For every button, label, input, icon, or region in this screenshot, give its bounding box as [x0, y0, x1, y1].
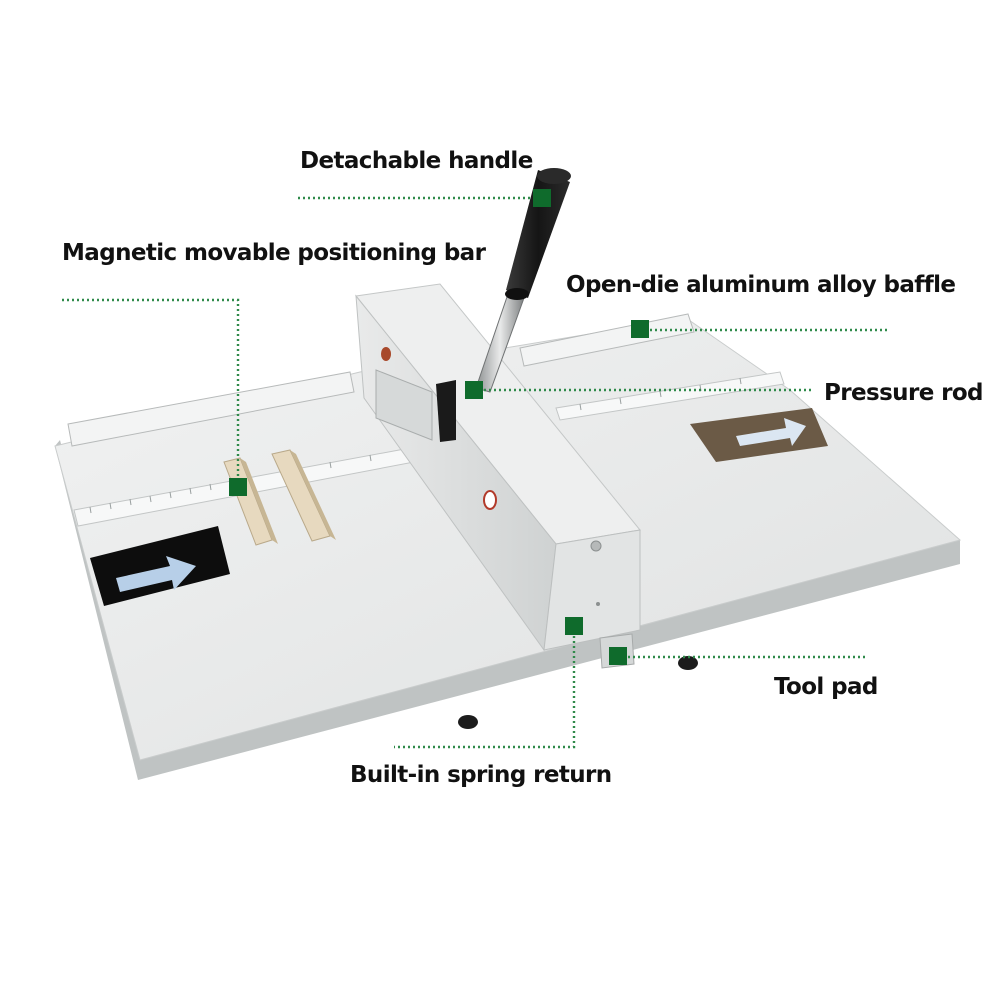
head-window [375, 369, 433, 441]
leader-spring-return [394, 626, 576, 749]
label-pressure-rod: Pressure rod [824, 380, 984, 406]
feed-direction-sticker-left [90, 526, 230, 606]
handle-grip [506, 170, 570, 298]
leader-magnetic-bar [62, 298, 240, 486]
feed-direction-sticker-right [690, 408, 828, 462]
marker-pressure-rod [465, 381, 483, 399]
label-detachable-handle: Detachable handle [300, 148, 533, 174]
handle-collar [505, 288, 529, 300]
table-base-edge [55, 440, 960, 780]
marker-tool-pad [609, 647, 627, 665]
label-magnetic-bar: Magnetic movable positioning bar [62, 240, 486, 266]
rubber-feet [458, 656, 698, 729]
marker-baffle [631, 320, 649, 338]
label-tool-pad: Tool pad [774, 674, 878, 700]
back-fence-left [67, 371, 355, 447]
brand-logo [483, 490, 497, 510]
label-spring-return: Built-in spring return [350, 762, 612, 788]
label-baffle: Open-die aluminum alloy baffle [566, 272, 956, 298]
ruler-right [555, 371, 785, 421]
screw [590, 540, 602, 552]
marker-magnetic-bar [229, 478, 247, 496]
screw-hole [596, 602, 600, 606]
handle-cap [537, 168, 571, 184]
rod-slot [436, 380, 456, 442]
brand-dot [381, 347, 391, 361]
marker-spring-return [565, 617, 583, 635]
marker-detachable-handle [533, 189, 551, 207]
